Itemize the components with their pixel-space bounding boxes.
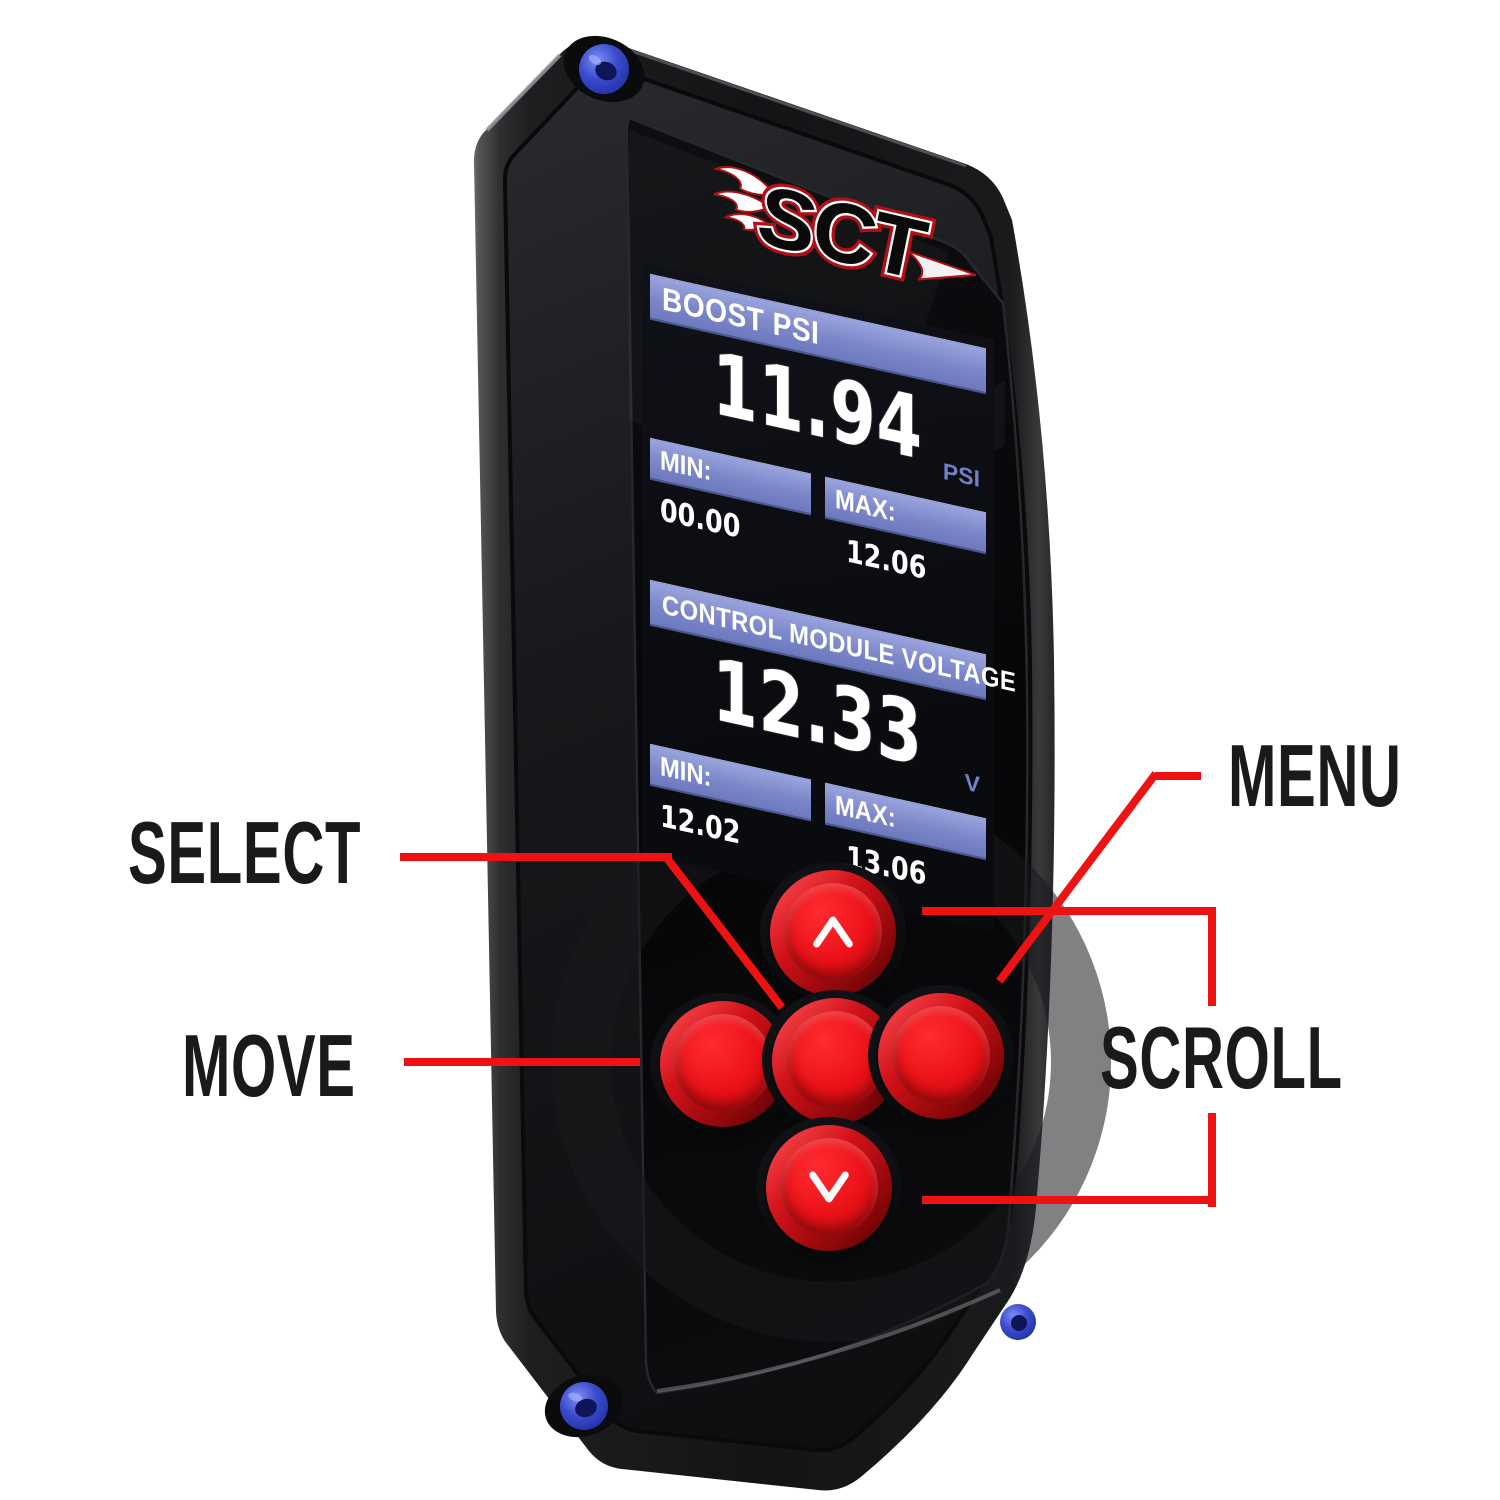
select-callout-line xyxy=(400,853,672,861)
sct-arrow-icon xyxy=(907,250,977,281)
max-value: 12.06 xyxy=(846,533,927,588)
chevron-up-icon xyxy=(813,916,853,948)
scroll-callout-line-top xyxy=(922,907,1216,915)
scroll-callout-line-top-vertical xyxy=(1208,907,1216,1006)
case-top-highlight xyxy=(593,36,967,168)
screw-bottom-left xyxy=(544,1374,624,1438)
gauge-unit: PSI xyxy=(942,457,980,492)
glass-seam xyxy=(656,1288,1001,1393)
button-face xyxy=(780,1138,878,1236)
button-face xyxy=(784,883,882,981)
button-face xyxy=(786,1011,884,1109)
case-edge-highlight xyxy=(485,53,562,132)
lcd-display: BOOST PSI 11.94 PSI MIN: MAX: 00.00 12.0… xyxy=(642,262,1016,933)
button-face xyxy=(892,1006,990,1104)
scroll-label: SCROLL xyxy=(1100,1008,1343,1107)
menu-label: MENU xyxy=(1228,726,1402,825)
button-face xyxy=(674,1014,772,1112)
scroll-callout-line-bottom xyxy=(922,1196,1216,1204)
chevron-down-icon xyxy=(809,1171,849,1203)
menu-callout-line xyxy=(1155,772,1201,780)
screw-bottom-right xyxy=(1000,1304,1036,1340)
sct-flame-icon xyxy=(712,166,776,232)
min-label: MIN: xyxy=(660,750,712,793)
min-label: MIN: xyxy=(660,444,712,487)
gauge-unit: V xyxy=(964,768,980,798)
move-callout-line xyxy=(404,1058,640,1066)
max-label: MAX: xyxy=(835,483,896,528)
screw-top-left xyxy=(563,35,645,103)
scroll-callout-line-bottom-vertical xyxy=(1208,1113,1216,1207)
min-value: 00.00 xyxy=(660,491,741,546)
min-value: 12.02 xyxy=(660,797,741,852)
move-label: MOVE xyxy=(182,1016,356,1115)
select-label: SELECT xyxy=(128,803,362,902)
max-label: MAX: xyxy=(835,789,896,834)
